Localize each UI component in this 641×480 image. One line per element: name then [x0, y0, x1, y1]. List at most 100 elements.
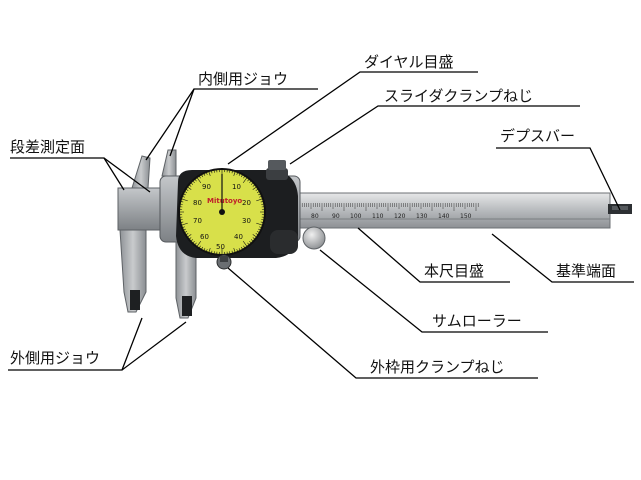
dial-tick — [238, 248, 241, 252]
dial-tick — [187, 234, 192, 238]
leader-reference-face — [491, 233, 634, 283]
main-scale-ticks — [299, 203, 479, 211]
dial-tick — [242, 177, 248, 184]
dial-tick — [187, 186, 192, 190]
dial-tick — [258, 193, 262, 196]
dial-tick — [261, 219, 265, 221]
dial-tick — [247, 242, 250, 246]
dial-tick — [236, 249, 239, 253]
dial-tick — [229, 251, 231, 255]
dial-tick — [233, 171, 236, 176]
dial-tick — [255, 233, 259, 236]
frame-clamp-screw — [216, 254, 232, 270]
leader-frame-clamp — [227, 267, 538, 379]
dial-tick — [256, 198, 263, 202]
dial-tick — [250, 182, 254, 185]
label-inside-jaw: 内側用ジョウ — [198, 70, 289, 88]
dial-tick — [198, 175, 201, 179]
scale-number: 110 — [372, 213, 384, 220]
dial-tick — [196, 240, 202, 247]
dial-tick — [255, 188, 259, 191]
leader-outside-jaw-2 — [121, 321, 187, 371]
scale-number: 120 — [394, 213, 406, 220]
dial-tick — [190, 239, 194, 242]
label-reference-end-face: 基準端面 — [556, 262, 617, 280]
dial-tick — [231, 170, 233, 174]
dial-number: 60 — [200, 233, 209, 241]
dial-tick — [180, 221, 184, 223]
dial-number: 80 — [193, 199, 202, 207]
dial-tick — [247, 178, 250, 182]
label-frame-clamp-screw: 外枠用クランプねじ — [370, 358, 505, 376]
dial-tick — [184, 231, 188, 233]
leader-inside-jaw-2 — [169, 88, 195, 157]
scale-number: 90 — [332, 213, 340, 220]
label-step-face: 段差測定面 — [10, 138, 86, 156]
dial-tick — [242, 240, 248, 247]
dial-tick — [196, 177, 202, 184]
dial-tick — [236, 171, 239, 175]
dial-tick — [185, 233, 189, 236]
label-slider-clamp-screw: スライダクランプねじ — [384, 87, 533, 105]
dial-number: 30 — [242, 217, 251, 225]
leader-depth-bar — [496, 147, 621, 211]
dial-tick — [261, 203, 265, 205]
dial-number: 90 — [202, 183, 211, 191]
label-outside-jaw: 外側用ジョウ — [10, 349, 101, 367]
leader-main-scale — [357, 227, 510, 283]
dial-tick — [259, 195, 263, 198]
dial-tick — [180, 201, 184, 203]
dial-tick — [198, 245, 201, 249]
dial-number: 20 — [242, 199, 251, 207]
dial-tick — [260, 201, 264, 203]
scale-number: 100 — [350, 213, 362, 220]
dial-tick — [252, 237, 256, 240]
leader-dial-scale — [227, 71, 478, 165]
dial-tick — [192, 180, 195, 184]
dial-tick — [252, 184, 256, 187]
dial-tick — [259, 226, 263, 229]
dial-tick — [185, 188, 189, 191]
dial-tick — [190, 182, 194, 185]
dial-tick — [256, 191, 260, 193]
label-depth-bar: デプスバー — [500, 127, 576, 145]
dial-tick — [188, 184, 192, 187]
dial-tick — [213, 169, 215, 173]
dial-tick — [256, 222, 263, 226]
main-scale-numbers: 80 90 100 110 120 130 140 150 — [311, 213, 472, 220]
dial-tick — [250, 239, 254, 242]
dial-tick — [260, 221, 264, 223]
scale-number: 130 — [416, 213, 428, 220]
dial-tick — [249, 180, 252, 184]
dial-tick — [241, 246, 243, 250]
dial-tick — [205, 171, 208, 175]
dial-tick — [205, 249, 208, 253]
dial-number: 50 — [216, 243, 225, 251]
dial-tick — [181, 195, 185, 198]
dial-tick — [201, 246, 203, 250]
dial-tick — [252, 234, 257, 238]
dial-tick — [258, 228, 262, 231]
dial-number: 10 — [232, 183, 241, 191]
label-thumb-roller: サムローラー — [432, 312, 522, 330]
dial-tick — [211, 250, 213, 254]
scale-number: 80 — [311, 213, 319, 220]
dial-tick — [256, 231, 260, 233]
leader-step-face-2 — [103, 157, 151, 193]
dial-tick — [238, 172, 241, 176]
dial-tick — [243, 245, 246, 249]
scale-number: 140 — [438, 213, 450, 220]
dial-tick — [194, 242, 197, 246]
thumb-roller — [302, 226, 326, 250]
dial-tick — [179, 219, 183, 221]
dial-tick — [182, 193, 186, 196]
dial-tick — [252, 186, 257, 190]
dial-tick — [203, 248, 206, 252]
scale-number: 150 — [460, 213, 472, 220]
dial-tick — [233, 248, 236, 253]
dial-tick — [181, 198, 188, 202]
dial-tick — [179, 203, 183, 205]
dial-tick — [201, 174, 203, 178]
